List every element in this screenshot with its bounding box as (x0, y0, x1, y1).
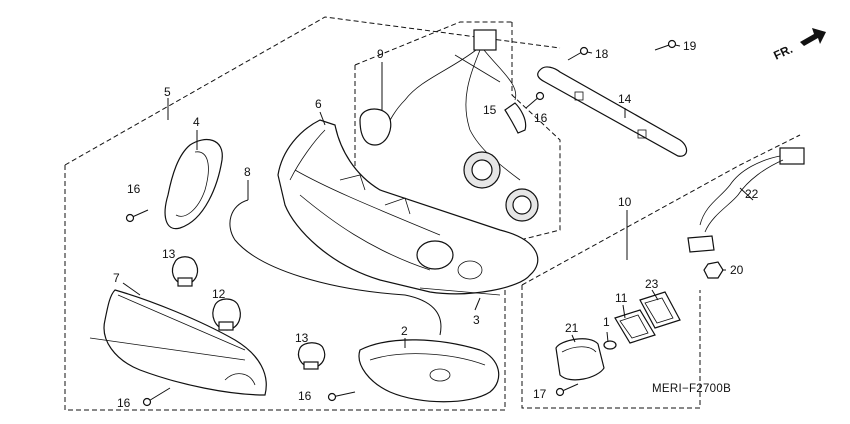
front-direction-label: FR. (771, 42, 794, 63)
bolt-19 (654, 39, 677, 51)
nut-20 (703, 261, 724, 279)
clamp (504, 102, 527, 134)
callout-20: 20 (730, 263, 744, 277)
license-light-lens-21 (555, 338, 605, 381)
callout-17: 17 (533, 387, 547, 401)
license-bulb-1 (603, 340, 617, 350)
callout-16-a: 16 (127, 182, 141, 196)
screw-16-d (525, 91, 545, 109)
bulb-13-upper (171, 256, 199, 287)
callout-10: 10 (618, 195, 632, 209)
callout-4: 4 (193, 115, 200, 129)
bulb-12 (212, 298, 241, 331)
callout-12: 12 (212, 287, 226, 301)
license-bulb-socket-23 (639, 291, 681, 329)
callout-2: 2 (401, 324, 408, 338)
callout-21: 21 (565, 321, 579, 335)
bolt-18 (567, 46, 589, 61)
screw-16-c (327, 391, 356, 402)
diagram-code: MERI−F2700B (652, 383, 731, 395)
callout-16-c: 16 (298, 389, 312, 403)
callout-22: 22 (745, 187, 759, 201)
callout-7: 7 (113, 271, 120, 285)
reflector-wire (229, 199, 442, 336)
callout-13-lower: 13 (295, 331, 309, 345)
screw-17 (555, 383, 579, 397)
callout-11: 11 (615, 291, 628, 305)
callout-23: 23 (645, 277, 659, 291)
license-light-harness (687, 147, 805, 253)
callout-19: 19 (683, 39, 697, 53)
callout-15: 15 (483, 103, 497, 117)
callout-6: 6 (315, 97, 322, 111)
front-direction-arrow (800, 28, 826, 46)
inner-lens (164, 138, 223, 230)
callout-5: 5 (164, 85, 171, 99)
screw-16-b (142, 387, 171, 407)
callout-16-d: 16 (534, 111, 548, 125)
bulb-13-lower (297, 342, 326, 370)
license-lens-gasket-11 (614, 309, 656, 344)
callout-1: 1 (603, 315, 610, 329)
wire-harness (359, 29, 539, 222)
mounting-bracket (537, 66, 688, 157)
callout-18: 18 (595, 47, 609, 61)
taillight-housing (277, 119, 539, 296)
screw-16-a (125, 209, 149, 223)
license-light-group-outline (521, 134, 801, 409)
callout-13-upper: 13 (162, 247, 176, 261)
callout-3: 3 (473, 313, 480, 327)
callout-8: 8 (244, 165, 251, 179)
left-outer-lens (89, 289, 267, 396)
leader-lines (122, 44, 754, 348)
callout-9: 9 (377, 47, 384, 61)
callout-16-b: 16 (117, 396, 131, 410)
right-outer-lens (358, 339, 500, 403)
callout-14: 14 (618, 92, 632, 106)
